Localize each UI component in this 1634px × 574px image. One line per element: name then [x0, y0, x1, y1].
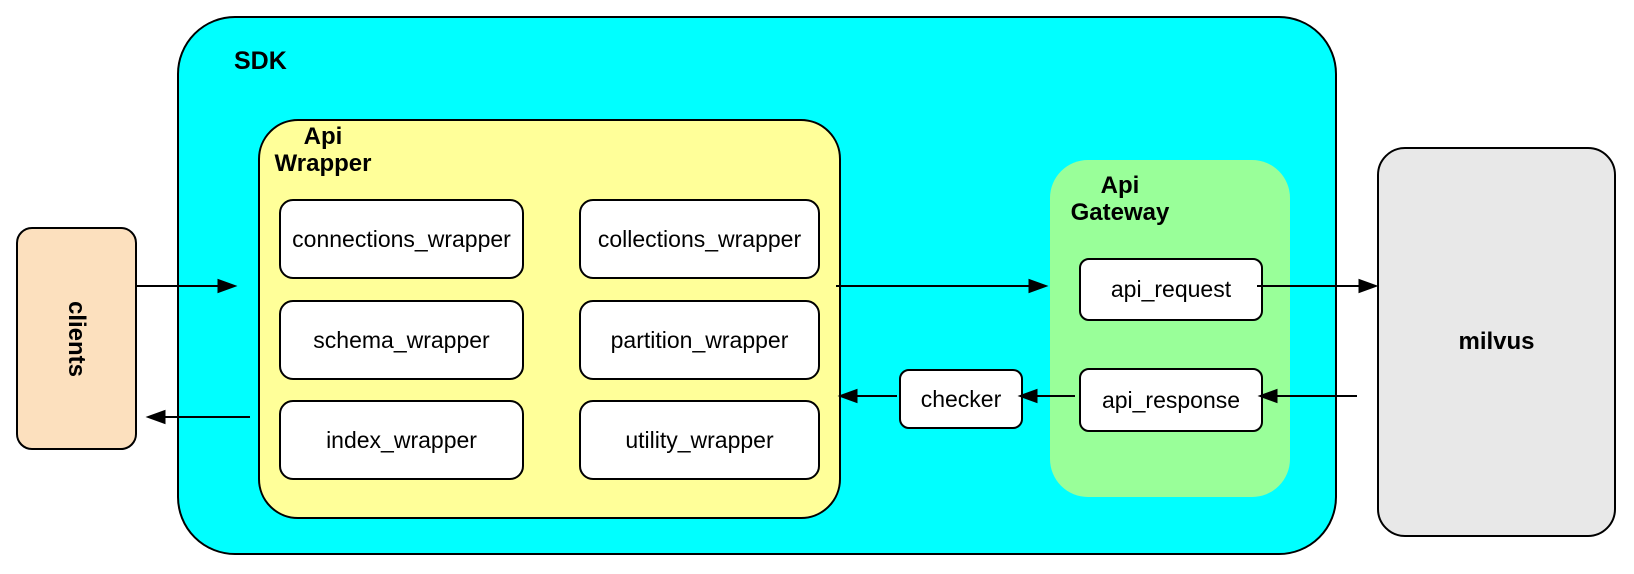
- sdk-container: SDK Api Wrapper connections_wrapper coll…: [177, 16, 1337, 555]
- clients-node: clients: [16, 227, 137, 450]
- api-wrapper-container: Api Wrapper connections_wrapper collecti…: [258, 119, 841, 519]
- module-schema-wrapper: schema_wrapper: [279, 300, 524, 380]
- module-collections-wrapper: collections_wrapper: [579, 199, 820, 279]
- sdk-label: SDK: [234, 47, 287, 75]
- milvus-label: milvus: [1458, 328, 1535, 355]
- milvus-node: milvus: [1377, 147, 1616, 537]
- api-response-node: api_response: [1079, 368, 1263, 432]
- module-index-wrapper: index_wrapper: [279, 400, 524, 480]
- checker-node: checker: [899, 369, 1023, 429]
- api-gateway-container: Api Gateway api_request api_response: [1050, 160, 1290, 497]
- module-partition-wrapper: partition_wrapper: [579, 300, 820, 380]
- api-wrapper-label: Api Wrapper: [274, 123, 372, 178]
- module-utility-wrapper: utility_wrapper: [579, 400, 820, 480]
- api-request-node: api_request: [1079, 258, 1263, 321]
- clients-label: clients: [63, 300, 91, 377]
- api-gateway-label: Api Gateway: [1070, 172, 1170, 227]
- module-connections-wrapper: connections_wrapper: [279, 199, 524, 279]
